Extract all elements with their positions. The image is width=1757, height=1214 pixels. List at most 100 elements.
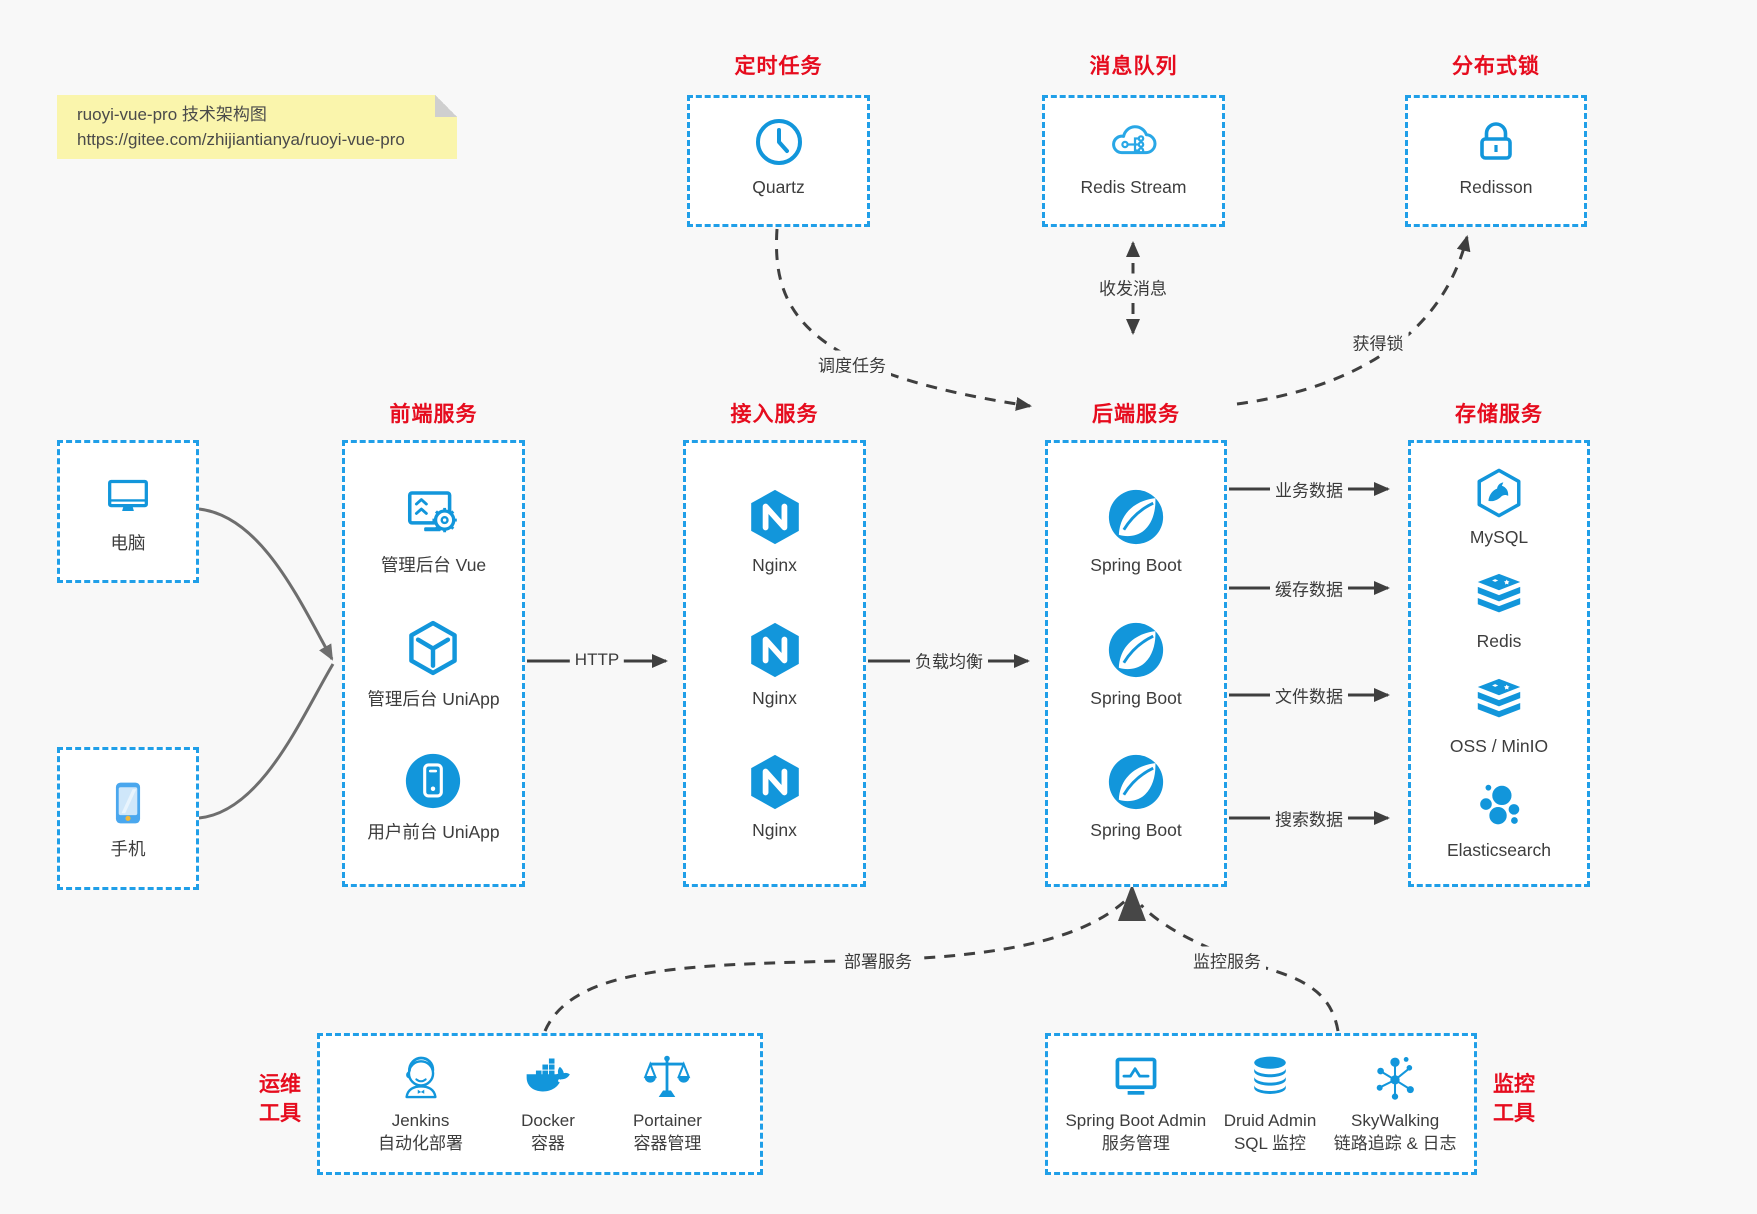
box-quartz: Quartz (687, 95, 870, 227)
node-label: 管理后台 Vue (380, 554, 487, 575)
node-spring-boot-admin: Spring Boot Admin 服务管理 (1065, 1052, 1206, 1156)
edge-label-schedule: 调度任务 (813, 350, 891, 378)
tool-subtitle: 服务管理 (1101, 1134, 1170, 1153)
admin-vue-icon (408, 490, 458, 533)
node-admin-vue: 管理后台 Vue (381, 483, 486, 577)
box-redisson: Redisson (1405, 95, 1587, 227)
box-monitor-tools: Spring Boot Admin 服务管理 Druid Admin SQL 监… (1045, 1033, 1477, 1175)
edge-label-load-balance: 负载均衡 (910, 646, 988, 674)
node-mobile: 手机 (102, 777, 154, 861)
jenkins-icon (404, 1056, 437, 1099)
node-label: 电脑 (110, 532, 146, 553)
node-label: Nginx (752, 554, 797, 575)
node-redis: Redis (1472, 570, 1526, 652)
tool-subtitle: SQL 监控 (1233, 1134, 1307, 1153)
tool-name: Spring Boot Admin (1065, 1111, 1207, 1131)
node-label: Nginx (752, 687, 797, 708)
node-label: Quartz (752, 177, 805, 197)
tool-subtitle: 容器管理 (633, 1134, 702, 1153)
node-druid-admin: Druid Admin SQL 监控 (1224, 1052, 1316, 1156)
column-title-gateway: 接入服务 (730, 403, 819, 426)
desktop-icon (108, 479, 148, 511)
tool-subtitle: 链路追踪 & 日志 (1333, 1134, 1457, 1153)
note-fold-corner (435, 95, 457, 117)
node-elasticsearch: Elasticsearch (1447, 779, 1551, 861)
spring-boot-admin-icon (1115, 1057, 1157, 1095)
storage-stack-icon (1477, 678, 1521, 718)
node-spring-boot-2: Spring Boot (1090, 619, 1182, 709)
tool-name: Portainer (632, 1111, 702, 1131)
group-title-message-queue: 消息队列 (1089, 55, 1178, 78)
nginx-icon (750, 622, 799, 677)
cube-icon (409, 620, 458, 675)
edge-label-search-data: 搜索数据 (1270, 804, 1348, 832)
nginx-icon (750, 755, 799, 810)
box-gateway-services: Nginx Nginx Nginx (683, 440, 866, 887)
mobile-icon (115, 782, 141, 823)
arrow-desktop-to-frontend (198, 507, 334, 661)
node-label: 手机 (110, 838, 146, 859)
group-title-distributed-lock: 分布式锁 (1452, 55, 1540, 78)
edge-label-messaging: 收发消息 (1094, 273, 1172, 301)
group-title-scheduled-jobs: 定时任务 (734, 55, 823, 78)
skywalking-icon (1376, 1057, 1414, 1100)
node-oss-minio: OSS / MinIO (1450, 675, 1548, 757)
node-label: MySQL (1469, 526, 1529, 547)
box-mobile-client: 手机 (57, 747, 199, 890)
ops-tools-title: 运维 工具 (259, 1073, 301, 1125)
node-user-uniapp: 用户前台 UniApp (367, 750, 500, 844)
tool-name: Jenkins (391, 1111, 450, 1131)
note-title: ruoyi-vue-pro 技术架构图 (77, 105, 267, 124)
node-nginx-3: Nginx (744, 751, 806, 841)
edge-label-cache-data: 缓存数据 (1270, 574, 1348, 602)
node-jenkins: Jenkins 自动化部署 (378, 1052, 463, 1156)
redis-stack-icon (1477, 574, 1521, 613)
node-label: OSS / MinIO (1449, 735, 1549, 756)
clock-icon (755, 119, 802, 165)
druid-icon (1254, 1056, 1286, 1095)
docker-icon (526, 1058, 570, 1092)
arrow-lock (1236, 235, 1471, 406)
node-desktop: 电脑 (101, 469, 155, 555)
node-portainer: Portainer 容器管理 (633, 1052, 702, 1156)
arrow-mobile-to-frontend (198, 663, 335, 820)
node-spring-boot-3: Spring Boot (1090, 751, 1182, 841)
node-label: 用户前台 UniApp (367, 822, 500, 843)
box-desktop-client: 电脑 (57, 440, 199, 583)
node-redisson: Redisson (1459, 114, 1533, 198)
node-skywalking: SkyWalking 链路追踪 & 日志 (1334, 1052, 1457, 1156)
node-mysql: MySQL (1470, 466, 1528, 548)
spring-icon (1108, 622, 1164, 677)
node-label: Spring Boot (1090, 687, 1182, 708)
node-admin-uniapp: 管理后台 UniApp (367, 617, 500, 711)
column-title-backend: 后端服务 (1092, 403, 1180, 426)
node-label: Spring Boot (1090, 554, 1182, 575)
node-spring-boot-1: Spring Boot (1090, 486, 1182, 576)
column-title-frontend: 前端服务 (389, 403, 478, 426)
monitor-tools-title: 监控 工具 (1493, 1073, 1535, 1125)
edge-label-monitor: 监控服务 (1188, 946, 1266, 974)
node-nginx-1: Nginx (744, 486, 806, 576)
title-note: ruoyi-vue-pro 技术架构图 https://gitee.com/zh… (57, 95, 457, 159)
edge-label-http: HTTP (569, 649, 625, 671)
cloud-stream-icon (1112, 125, 1157, 155)
edge-label-business-data: 业务数据 (1270, 475, 1348, 503)
portainer-icon (644, 1055, 691, 1098)
box-frontend-services: 管理后台 Vue 管理后台 UniApp 用户前台 UniApp (342, 440, 525, 887)
node-label: Redis Stream (1080, 177, 1187, 197)
node-label: Redisson (1459, 177, 1533, 197)
edge-label-deploy: 部署服务 (839, 946, 917, 974)
node-quartz: Quartz (751, 114, 807, 198)
edge-label-lock: 获得锁 (1347, 328, 1409, 356)
node-label: Redis (1476, 631, 1522, 652)
arrowhead-into-backend (1118, 884, 1146, 921)
box-redis-stream: Redis Stream (1042, 95, 1225, 227)
box-ops-tools: Jenkins 自动化部署 Docker 容器 (317, 1033, 763, 1175)
lock-icon (1480, 122, 1512, 160)
box-storage-services: MySQL Redis (1408, 440, 1590, 887)
tool-name: Docker (521, 1111, 575, 1131)
spring-icon (1108, 755, 1164, 810)
nginx-icon (750, 489, 799, 544)
user-app-icon (406, 754, 461, 809)
